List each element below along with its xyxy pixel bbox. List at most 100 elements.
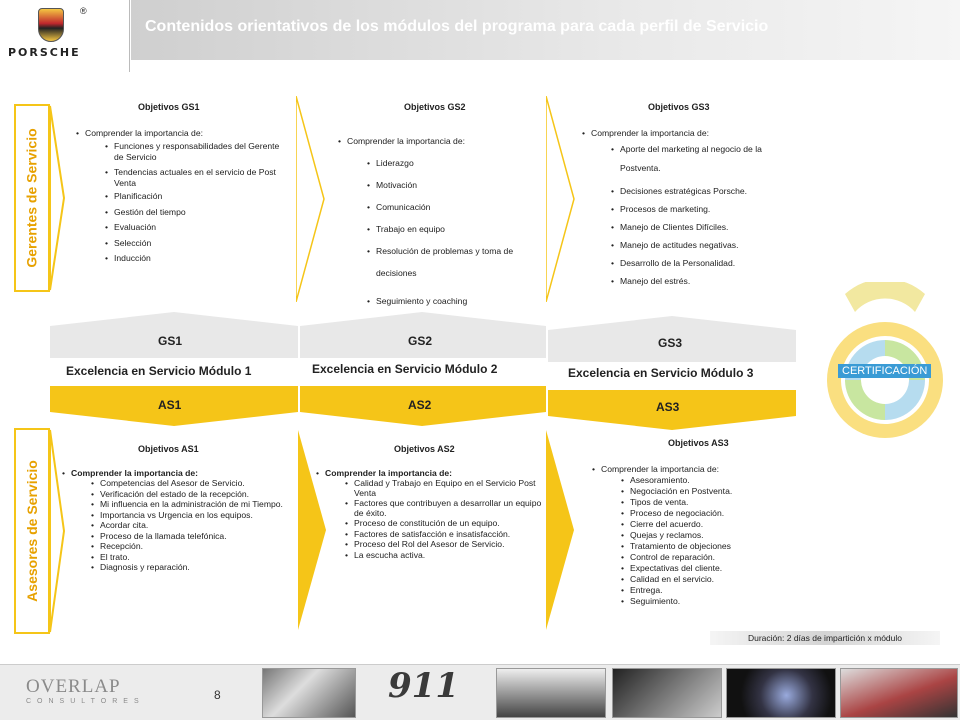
list-item: Acordar cita.: [91, 520, 298, 531]
as2-title: Objetivos AS2: [394, 444, 455, 454]
list-item: Expectativas del cliente.: [621, 563, 792, 574]
managers-arrow-icon: [50, 105, 66, 291]
list-item: Seguimiento y coaching: [367, 296, 543, 306]
overlap-subtitle: CONSULTORES: [26, 698, 145, 705]
page-number: 8: [214, 688, 221, 702]
as-divider-2-icon: [546, 430, 574, 630]
gs2-intro: Comprender la importancia de: Liderazgo …: [338, 136, 543, 306]
as1-intro: Comprender la importancia de: Competenci…: [62, 468, 298, 573]
list-item: Control de reparación.: [621, 552, 792, 563]
list-item: Planificación: [105, 189, 286, 205]
list-item: Seguimiento.: [621, 596, 792, 607]
gauges-photo: [726, 668, 836, 718]
list-item: Procesos de marketing.: [611, 204, 797, 214]
as-divider-1-icon: [298, 430, 326, 630]
list-item: Desarrollo de la Personalidad.: [611, 258, 797, 268]
gs3-intro: Comprender la importancia de: Aporte del…: [582, 128, 797, 286]
advisors-label: Asesores de Servicio: [24, 460, 41, 602]
list-item: Recepción.: [91, 541, 298, 552]
gs2-title: Objetivos GS2: [404, 102, 466, 112]
registered-mark: ®: [80, 6, 87, 16]
advisors-arrow-icon: [50, 429, 66, 633]
gs1-intro: Comprender la importancia de: Funciones …: [76, 128, 286, 267]
as2-chevron: [300, 386, 546, 426]
gs3-objectives: Comprender la importancia de: Aporte del…: [582, 128, 797, 286]
gs1-title: Objetivos GS1: [138, 102, 200, 112]
certification-label: CERTIFICACIÓN: [838, 364, 932, 378]
managers-label: Gerentes de Servicio: [24, 128, 41, 268]
list-item: Comunicación: [367, 202, 543, 212]
as1-label: AS1: [158, 398, 182, 412]
advisors-label-box: Asesores de Servicio: [14, 428, 50, 634]
gs2-label: GS2: [408, 334, 433, 348]
list-item: Calidad y Trabajo en Equipo en el Servic…: [345, 478, 552, 498]
list-item: Manejo de actitudes negativas.: [611, 240, 797, 250]
list-item: Mi influencia en la administración de mi…: [91, 499, 298, 510]
as2-objectives: Comprender la importancia de: Calidad y …: [316, 468, 552, 560]
list-item: Proceso de negociación.: [621, 508, 792, 519]
as3-title: Objetivos AS3: [668, 438, 729, 448]
as3-chevron: [548, 390, 796, 430]
list-item: Diagnosis y reparación.: [91, 562, 298, 573]
list-item: El trato.: [91, 552, 298, 563]
list-item: Tipos de venta.: [621, 497, 792, 508]
gs1-label: GS1: [158, 334, 183, 348]
as2-intro: Comprender la importancia de: Calidad y …: [316, 468, 552, 560]
page-title: Contenidos orientativos de los módulos d…: [145, 18, 769, 35]
module-2-name: Excelencia en Servicio Módulo 2: [312, 362, 498, 376]
list-item: La escucha activa.: [345, 550, 552, 561]
list-item: Liderazgo: [367, 158, 543, 168]
list-item: Inducción: [105, 251, 286, 267]
porsche-crest-icon: [38, 8, 64, 42]
gs3-chevron: [548, 316, 796, 362]
as1-chevron: [50, 386, 298, 426]
as3-objectives: Comprender la importancia de: Asesoramie…: [592, 464, 792, 606]
gs2-objectives: Comprender la importancia de: Liderazgo …: [338, 136, 543, 306]
list-item: Manejo del estrés.: [611, 276, 797, 286]
gs-chevron-band: [50, 312, 546, 358]
list-item: Aporte del marketing al negocio de la Po…: [611, 140, 797, 178]
list-item: Evaluación: [105, 220, 286, 236]
interior-photo: [612, 668, 722, 718]
list-item: Manejo de Clientes Difíciles.: [611, 222, 797, 232]
list-item: Trabajo en equipo: [367, 224, 543, 234]
list-item: Tendencias actuales en el servicio de Po…: [105, 167, 286, 189]
duration-note: Duración: 2 días de impartición x módulo: [710, 631, 940, 645]
grille-photo: [496, 668, 606, 718]
porsche-logo: ® PORSCHE: [0, 0, 130, 72]
list-item: Entrega.: [621, 585, 792, 596]
list-item: Calidad en el servicio.: [621, 574, 792, 585]
list-item: Proceso de la llamada telefónica.: [91, 531, 298, 542]
list-item: Gestión del tiempo: [105, 205, 286, 221]
list-item: Resolución de problemas y toma de decisi…: [367, 240, 543, 284]
gs3-title: Objetivos GS3: [648, 102, 710, 112]
gs3-label: GS3: [658, 336, 683, 350]
gs-divider-2-icon: [546, 96, 575, 302]
gs-divider-1-icon: [296, 96, 325, 302]
title-bar: Contenidos orientativos de los módulos d…: [131, 0, 960, 60]
list-item: Funciones y responsabilidades del Gerent…: [105, 141, 286, 163]
certification-wheel-icon: [827, 282, 943, 438]
cars-photo: [262, 668, 356, 718]
list-item: Motivación: [367, 180, 543, 190]
model-911-logo: 911: [388, 666, 459, 706]
list-item: Proceso de constitución de un equipo.: [345, 518, 552, 529]
list-item: Quejas y reclamos.: [621, 530, 792, 541]
list-item: Tratamiento de objeciones: [621, 541, 792, 552]
gs2-chevron: [300, 312, 546, 358]
list-item: Factores que contribuyen a desarrollar u…: [345, 498, 552, 518]
list-item: Selección: [105, 236, 286, 252]
as3-label: AS3: [656, 400, 680, 414]
as1-title: Objetivos AS1: [138, 444, 199, 454]
list-item: Negociación en Postventa.: [621, 486, 792, 497]
overlap-logo: OVERLAP: [26, 676, 121, 697]
gs1-chevron: [50, 312, 298, 358]
module-3-name: Excelencia en Servicio Módulo 3: [568, 366, 754, 380]
list-item: Verificación del estado de la recepción.: [91, 489, 298, 500]
managers-label-box: Gerentes de Servicio: [14, 104, 50, 292]
list-item: Competencias del Asesor de Servicio.: [91, 478, 298, 489]
list-item: Importancia vs Urgencia en los equipos.: [91, 510, 298, 521]
list-item: Asesoramiento.: [621, 475, 792, 486]
list-item: Proceso del Rol del Asesor de Servicio.: [345, 539, 552, 550]
as2-label: AS2: [408, 398, 432, 412]
